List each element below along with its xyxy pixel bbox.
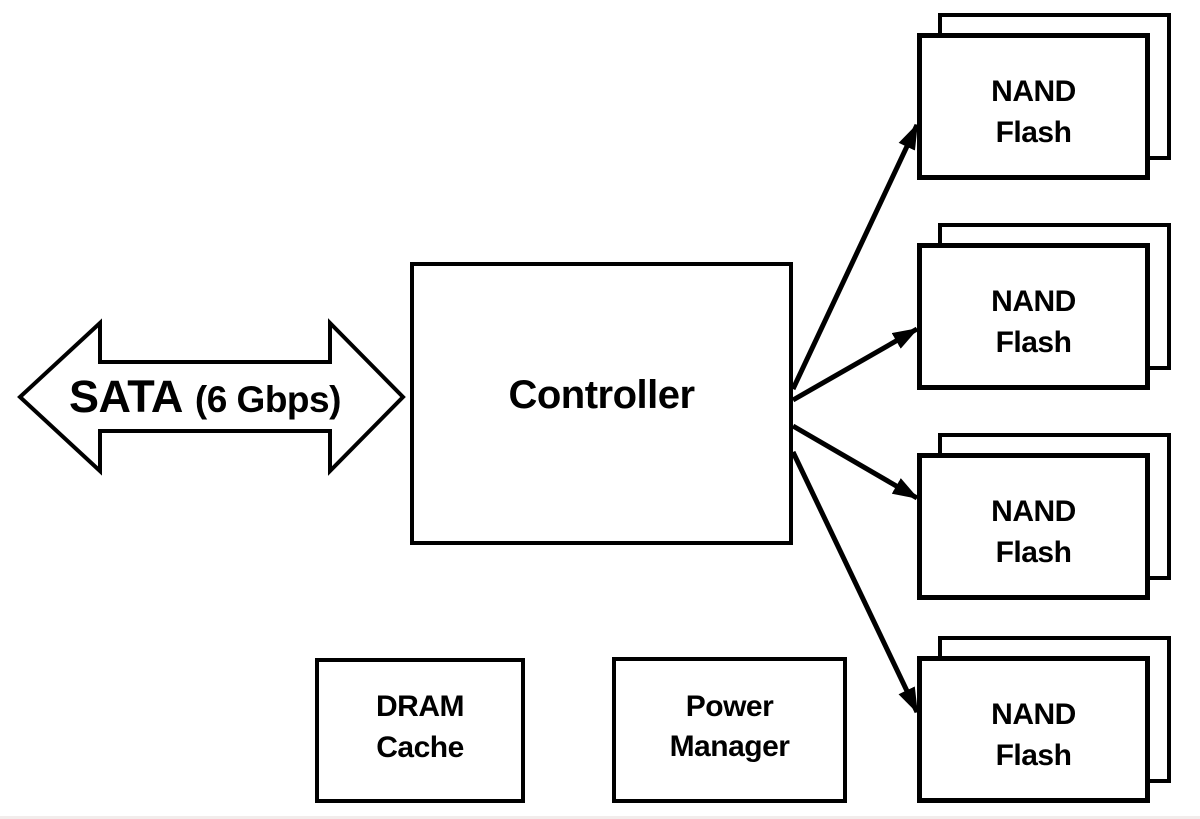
controller-to-nand2-arrow [791,326,919,403]
nand-flash-2-box: NAND Flash [917,243,1150,390]
sata-speed-label: (6 Gbps) [194,379,342,420]
nand-flash-2-label-line2: Flash [995,325,1072,359]
nand-flash-1-label-line2: Flash [995,115,1072,149]
nand-flash-4-label-line1: NAND [991,698,1076,731]
controller-to-nand1-arrow [790,123,920,391]
dram-cache-label-line2: Cache [376,730,464,764]
dram-cache-label-line1: DRAM [376,690,465,723]
nand-flash-3-box: NAND Flash [917,453,1150,600]
dram-cache-box: DRAM Cache [315,658,525,803]
nand-flash-1-box: NAND Flash [917,33,1150,180]
controller-label: Controller [508,372,695,417]
sata-bidirectional-arrow [17,318,406,476]
controller-to-nand3-arrow [791,423,919,501]
nand-flash-3-label-line1: NAND [991,495,1076,528]
controller-to-nand4-arrow [790,450,920,714]
nand-flash-4-box: NAND Flash [917,656,1150,803]
page-edge-line [0,816,1200,819]
nand-flash-2-label-line1: NAND [991,285,1076,318]
power-manager-box: Power Manager [612,657,847,803]
controller-box: Controller [410,262,793,545]
power-manager-label-line1: Power [685,689,774,723]
sata-label: SATA [69,371,183,422]
nand-flash-1-label-line1: NAND [991,75,1076,108]
nand-flash-3-label-line2: Flash [995,535,1072,569]
sata-label-group: SATA (6 Gbps) [40,358,370,436]
power-manager-label-line2: Manager [669,730,790,763]
nand-flash-4-label-line2: Flash [995,738,1072,772]
